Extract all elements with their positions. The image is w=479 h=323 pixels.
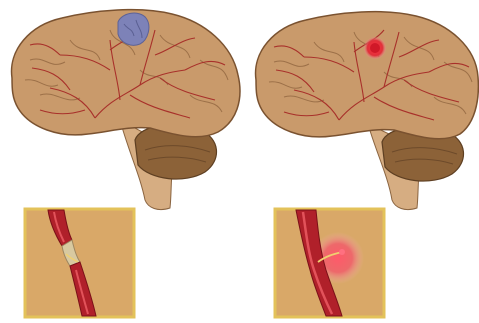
right-cerebrum <box>256 12 479 139</box>
hemorrhagic-inset <box>275 209 384 317</box>
ischemic-lesion <box>118 13 149 45</box>
right-brain <box>256 12 479 210</box>
left-brain <box>12 10 240 210</box>
ischemic-inset <box>25 209 134 317</box>
